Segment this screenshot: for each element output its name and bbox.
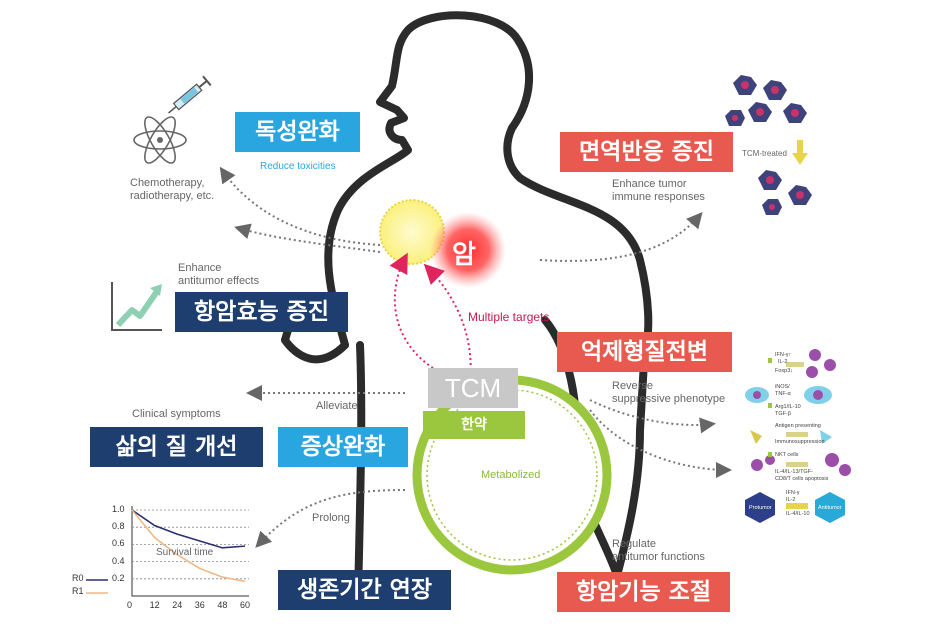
prolong-label: Prolong — [312, 512, 350, 524]
multiple-targets-label: Multiple targets — [468, 310, 550, 324]
p3-b: Immunosuppression — [775, 439, 825, 445]
x-tick-label: 48 — [217, 600, 228, 610]
survival-box: 생존기간 연장 — [278, 570, 451, 610]
suppress-eng-2: suppressive phenotype — [612, 393, 726, 405]
enhance-eff-eng-1: Enhance — [178, 262, 222, 274]
survival-title: Survival time — [156, 547, 214, 558]
cancer-glow — [430, 212, 506, 288]
cells-top — [725, 75, 807, 126]
p1-b: IL-2 — [778, 359, 788, 365]
p5-b: IL-2 — [786, 497, 796, 503]
immune-box: 면역반응 증진 — [560, 132, 733, 172]
reduce-tox-box: 독성완화 — [235, 112, 360, 152]
arrow-to-path1 — [589, 399, 716, 434]
antitumor-label: Antitumor — [818, 505, 842, 511]
suppress-eng-1: Reverse — [612, 380, 653, 392]
arrow-to-enhance — [234, 223, 381, 253]
regulate-eng-2: antitumor functions — [612, 551, 705, 563]
y-tick-label: 1.0 — [112, 504, 125, 514]
body-outline — [324, 11, 653, 589]
tcm-treated-label: TCM-treated — [742, 149, 787, 158]
symptoms-box: 증상완화 — [278, 427, 408, 467]
legend-r1: R1 — [72, 586, 84, 596]
alleviate-label: Alleviate — [316, 400, 358, 412]
enhance-eff-box: 항암효능 증진 — [175, 292, 348, 332]
herbal-box: 한약 — [423, 411, 525, 439]
chart-series-r0 — [131, 509, 246, 549]
target-arrow-1 — [389, 252, 456, 381]
clinical-label: Clinical symptoms — [132, 408, 221, 420]
y-tick-label: 0.8 — [112, 521, 125, 532]
p2-a: iNOS/ — [775, 384, 790, 390]
p4-b: IL-4/IL-13/TGF- — [775, 469, 813, 475]
trend-icon — [111, 282, 162, 331]
enhance-eff-eng-2: antitumor effects — [178, 275, 260, 287]
syringe-icon — [168, 75, 212, 114]
x-tick-label: 12 — [149, 600, 160, 610]
regulate-box: 항암기능 조절 — [557, 572, 730, 612]
metabolized-inner-dotted — [426, 389, 598, 561]
legend-r0: R0 — [72, 573, 84, 583]
chart-axes — [131, 506, 249, 597]
p2-c: Arg1/IL-10 — [775, 404, 801, 410]
regulate-eng-1: Regulate — [612, 538, 657, 550]
arrow-to-immune — [539, 211, 703, 262]
cells-bottom — [758, 170, 812, 215]
tcm-box: TCM — [428, 368, 518, 408]
arrow-to-path2 — [589, 409, 732, 478]
protumor-label: Protumor — [749, 505, 772, 511]
p1-c: Foxp3↓ — [775, 368, 794, 374]
immune-eng-1: Enhance tumor — [612, 178, 687, 190]
x-tick-label: 36 — [194, 600, 205, 610]
x-tick-label: 60 — [240, 600, 251, 610]
p4-a: NKT cells — [775, 452, 799, 458]
quality-box: 삶의 질 개선 — [90, 427, 263, 467]
chemo-note-1: Chemotherapy, — [130, 177, 205, 189]
p4-c: CD8/T cells apoptosis — [775, 476, 829, 482]
cancer-label: 암 — [452, 240, 476, 270]
p2-d: TGF-β — [775, 411, 791, 417]
p5-a: IFN-γ — [786, 490, 800, 496]
immune-eng-2: immune responses — [612, 191, 705, 203]
x-tick-label: 24 — [172, 600, 183, 610]
pathway-icons — [745, 349, 851, 523]
p2-b: TNF-α — [775, 391, 791, 397]
y-tick-label: 0.6 — [112, 538, 125, 549]
left-arm-outer — [281, 336, 349, 364]
p3-a: Antigen presenting — [775, 423, 821, 429]
p1-a: IFN-γ↑ — [775, 352, 792, 358]
chemo-note-2: radiotherapy, etc. — [130, 190, 215, 202]
suppress-box: 억제형질전변 — [557, 332, 732, 372]
torso-left — [354, 341, 366, 604]
arrow-to-survival — [255, 489, 406, 548]
y-tick-label: 0.2 — [112, 572, 125, 583]
chart-series-r1 — [131, 509, 246, 583]
metabolized-label: Metabolized — [481, 469, 541, 481]
p5-c: IL-4/IL-10 — [786, 511, 810, 517]
atom-icon — [133, 116, 187, 164]
y-tick-label: 0.4 — [112, 555, 125, 566]
reduce-tox-eng: Reduce toxicities — [260, 161, 336, 172]
target-arrow-2 — [423, 263, 472, 381]
survival-chart — [86, 506, 249, 597]
x-tick-label: 0 — [127, 600, 133, 610]
